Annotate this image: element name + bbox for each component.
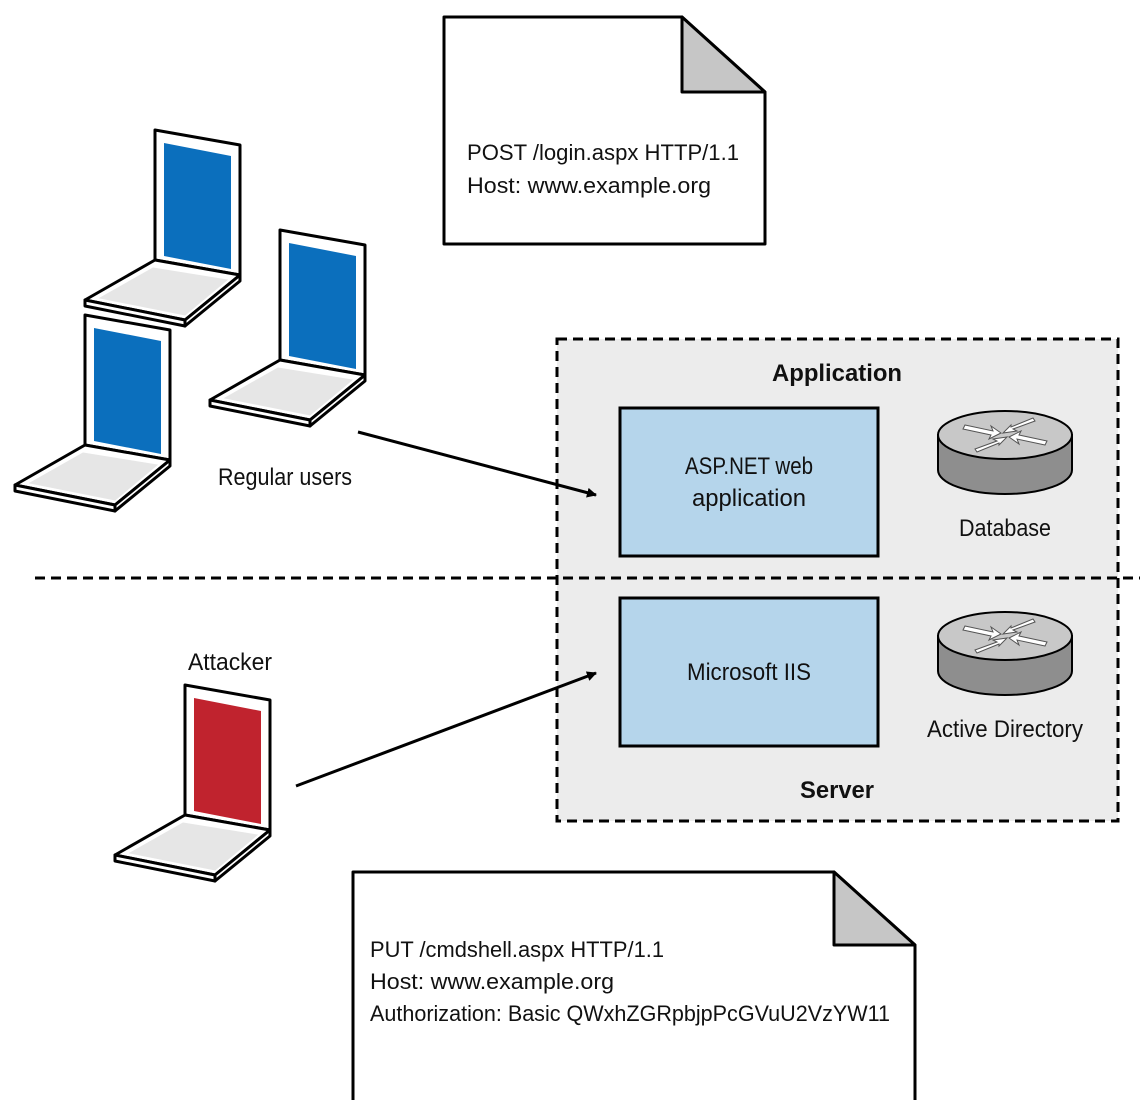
active-directory-label: Active Directory [927, 716, 1083, 743]
regular-users-label: Regular users [218, 464, 352, 491]
iis-label: Microsoft IIS [687, 659, 811, 686]
database-icon [937, 410, 1073, 495]
web-app-label-line2: application [692, 485, 806, 512]
aspnet-web-application-box: ASP.NET web application [618, 406, 880, 558]
web-app-label-line1: ASP.NET web [685, 453, 813, 480]
database-label: Database [959, 515, 1051, 542]
attack-request-line3: Authorization: Basic QWxhZGRpbjpPcGVuU2V… [370, 1001, 890, 1026]
attacker-laptop [113, 683, 272, 883]
attacker-to-iis-arrow [295, 671, 597, 788]
users-to-webapp-arrow [357, 430, 597, 498]
active-directory-icon [937, 611, 1073, 696]
microsoft-iis-box: Microsoft IIS [618, 596, 880, 748]
attack-request-line1: PUT /cmdshell.aspx HTTP/1.1 [370, 937, 664, 962]
attacker-label: Attacker [188, 649, 272, 676]
attack-request-document: PUT /cmdshell.aspx HTTP/1.1 Host: www.ex… [351, 870, 917, 1100]
login-request-document: POST /login.aspx HTTP/1.1 Host: www.exam… [442, 15, 767, 246]
attack-request-line2: Host: www.example.org [370, 969, 614, 994]
regular-user-laptop-3 [13, 313, 172, 513]
server-zone-label: Server [800, 777, 874, 804]
login-request-line1: POST /login.aspx HTTP/1.1 [467, 140, 739, 165]
login-request-line2: Host: www.example.org [467, 173, 711, 198]
regular-user-laptop-1 [83, 128, 242, 328]
application-zone-label: Application [772, 360, 902, 387]
